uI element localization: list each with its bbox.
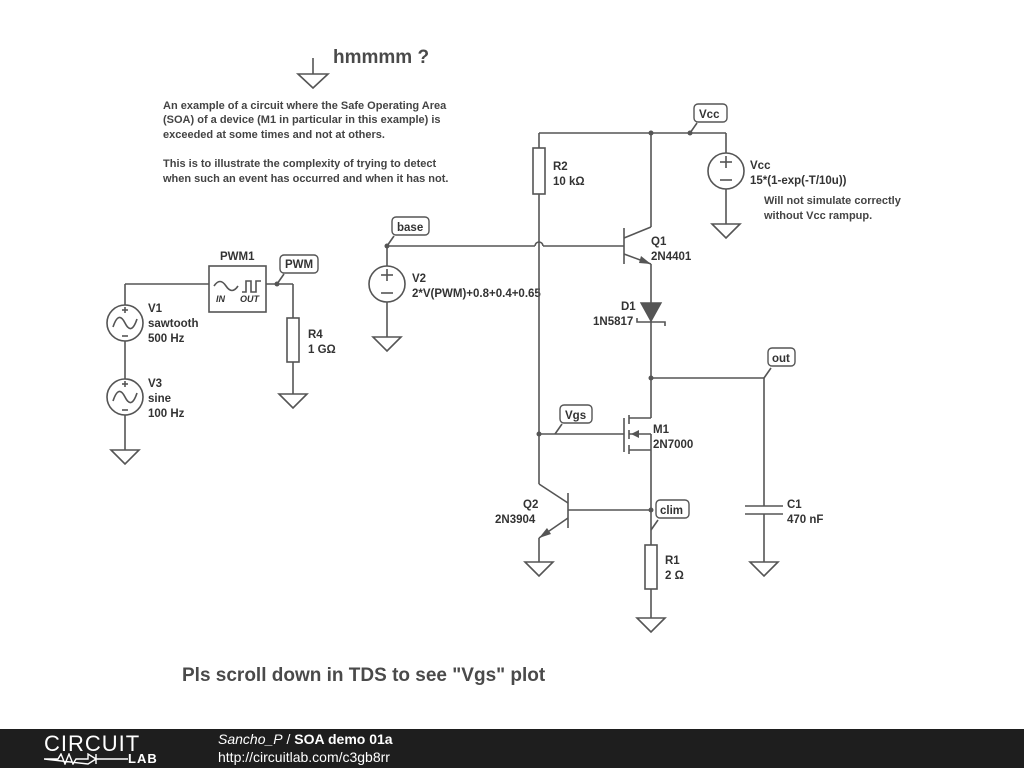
junction-dot	[648, 130, 654, 136]
r2-name: R2	[553, 161, 568, 173]
circuitlab-logo[interactable]: CIRCUIT	[44, 731, 141, 756]
v1-type: sawtooth	[148, 318, 198, 330]
svg-text:PWM: PWM	[285, 259, 313, 271]
svg-text:base: base	[397, 222, 423, 234]
v1-name: V1	[148, 303, 163, 315]
pwm1-out-label: OUT	[240, 294, 261, 304]
vcc-value: 15*(1-exp(-T/10u))	[750, 175, 847, 187]
v1-sawtooth-source[interactable]	[106, 304, 144, 342]
q2-npn-transistor[interactable]	[538, 463, 569, 562]
footer-bar: CIRCUIT LAB Sancho_P / SOA demo 01a http…	[0, 729, 1024, 768]
net-label-clim[interactable]: clim	[650, 499, 690, 531]
pwm1-block[interactable]	[208, 265, 267, 313]
vcc-note-2: without Vcc rampup.	[763, 210, 872, 222]
r2-resistor[interactable]	[532, 147, 546, 195]
author-link[interactable]: Sancho_P	[218, 731, 283, 747]
q1-name: Q1	[651, 236, 667, 248]
description-line-2: (SOA) of a device (M1 in particular in t…	[163, 114, 441, 126]
ground-symbol	[371, 336, 403, 353]
r2-value: 10 kΩ	[553, 176, 585, 188]
m1-nmos-transistor[interactable]	[623, 415, 652, 454]
v3-value: 100 Hz	[148, 408, 185, 420]
wires-main	[538, 132, 765, 618]
v3-sine-source[interactable]	[106, 378, 144, 416]
v2-value: 2*V(PWM)+0.8+0.4+0.65	[412, 288, 541, 300]
author-title-line: Sancho_P / SOA demo 01a	[218, 731, 393, 747]
q2-value: 2N3904	[495, 514, 536, 526]
ground-symbol	[523, 561, 555, 578]
net-label-pwm[interactable]: PWM	[276, 254, 319, 285]
description-line-1: An example of a circuit where the Safe O…	[163, 100, 447, 112]
v2-name: V2	[412, 273, 426, 285]
c1-name: C1	[787, 499, 802, 511]
description-line-4: This is to illustrate the complexity of …	[163, 158, 437, 170]
svg-text:Vcc: Vcc	[699, 109, 720, 121]
document-title: SOA demo 01a	[294, 731, 393, 747]
circuitlab-logo-lab: LAB	[128, 751, 158, 766]
d1-schottky-diode[interactable]	[636, 302, 666, 326]
d1-name: D1	[621, 301, 636, 313]
junction-dot	[536, 431, 542, 437]
description-line-3: exceeded at some times and not at others…	[163, 129, 385, 141]
m1-value: 2N7000	[653, 439, 693, 451]
net-label-vcc[interactable]: Vcc	[689, 103, 728, 134]
vcc-name: Vcc	[750, 160, 771, 172]
schematic-canvas: hmmmm ? An example of a circuit where th…	[106, 47, 902, 686]
c1-value: 470 nF	[787, 514, 823, 526]
ground-symbol	[748, 561, 780, 578]
scroll-note: Pls scroll down in TDS to see "Vgs" plot	[182, 665, 546, 686]
document-url[interactable]: http://circuitlab.com/c3gb8rr	[218, 749, 390, 765]
net-label-vgs[interactable]: Vgs	[554, 404, 593, 435]
junction-dot	[648, 375, 654, 381]
vcc-note-1: Will not simulate correctly	[764, 195, 902, 207]
net-label-base[interactable]: base	[386, 216, 430, 247]
v3-name: V3	[148, 378, 162, 390]
q2-name: Q2	[523, 499, 538, 511]
net-label-out[interactable]: out	[763, 347, 796, 379]
svg-text:out: out	[772, 353, 790, 365]
c1-capacitor[interactable]	[745, 505, 783, 515]
vcc-source[interactable]	[707, 152, 745, 190]
page-title: hmmmm ?	[333, 47, 429, 68]
r4-value: 1 GΩ	[308, 344, 336, 356]
q1-npn-transistor[interactable]	[623, 226, 652, 265]
pwm1-name: PWM1	[220, 251, 255, 263]
ground-symbol	[295, 58, 331, 90]
ground-symbol	[710, 223, 742, 240]
ground-symbol	[635, 617, 667, 634]
v1-value: 500 Hz	[148, 333, 185, 345]
ground-symbol	[109, 449, 141, 466]
ground-symbol	[277, 393, 309, 410]
d1-value: 1N5817	[593, 316, 633, 328]
r1-value: 2 Ω	[665, 570, 684, 582]
separator: /	[282, 731, 295, 747]
junction-dot	[648, 507, 654, 513]
description-line-5: when such an event has occurred and when…	[162, 173, 448, 185]
q1-value: 2N4401	[651, 251, 692, 263]
pwm1-in-label: IN	[216, 294, 226, 304]
svg-text:clim: clim	[660, 505, 683, 517]
v3-type: sine	[148, 393, 171, 405]
r4-name: R4	[308, 329, 323, 341]
logo-waveform-icon	[44, 753, 128, 765]
svg-text:Vgs: Vgs	[565, 410, 586, 422]
r4-resistor[interactable]	[286, 317, 300, 363]
r1-name: R1	[665, 555, 680, 567]
v2-source[interactable]	[368, 265, 406, 303]
m1-name: M1	[653, 424, 670, 436]
r1-resistor[interactable]	[644, 544, 658, 590]
